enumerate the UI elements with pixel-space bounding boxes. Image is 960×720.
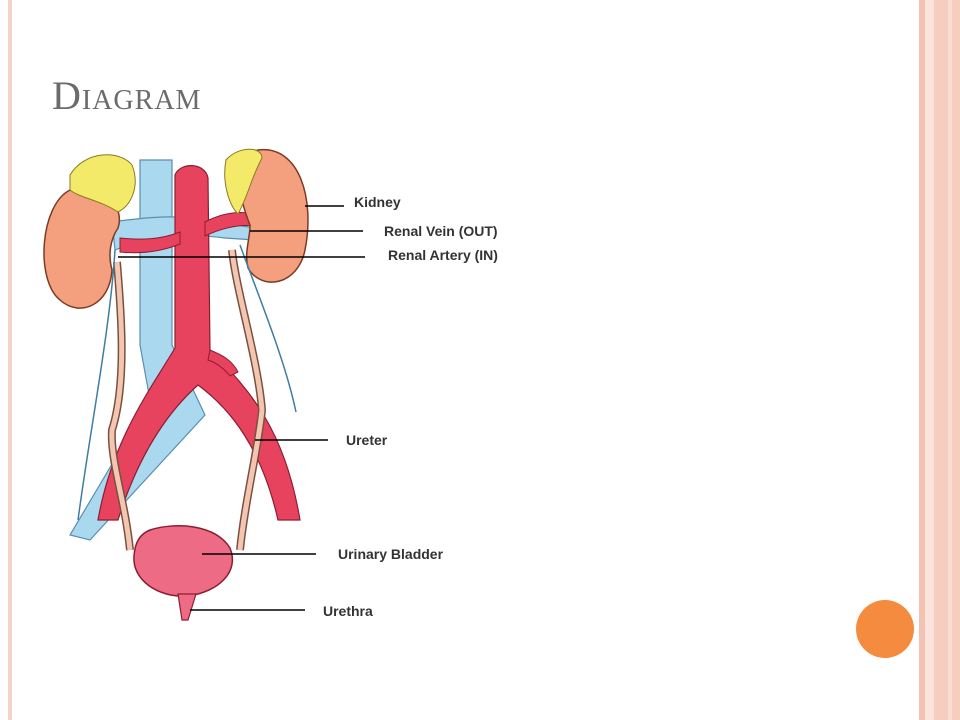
- label-renal-artery: Renal Artery (IN): [388, 247, 498, 263]
- bladder-group: [133, 525, 234, 621]
- slide-left-border: [8, 0, 12, 720]
- right-adrenal: [224, 148, 263, 215]
- label-urinary-bladder: Urinary Bladder: [338, 546, 444, 562]
- right-ureter-fill: [229, 249, 265, 551]
- slide-right-border-outer: [934, 0, 960, 720]
- left-ureter-fill: [109, 261, 133, 551]
- artery-group: [97, 165, 301, 521]
- left-gonadal-vessels: [77, 249, 116, 521]
- renal-artery-left: [119, 231, 181, 254]
- slide-right-border-line: [948, 0, 952, 720]
- label-renal-vein: Renal Vein (OUT): [384, 223, 498, 239]
- right-gonadal-vessels: [239, 244, 297, 413]
- urethra: [177, 593, 197, 621]
- gonadal-branch: [207, 349, 239, 377]
- slide-right-border-inner: [925, 0, 934, 720]
- slide-right-border: [919, 0, 925, 720]
- kidneys-group: [43, 148, 309, 309]
- ureters-group: [77, 244, 297, 551]
- left-adrenal: [69, 154, 136, 213]
- decorative-circle: [856, 600, 914, 658]
- slide-title: Diagram: [52, 73, 202, 118]
- label-ureter: Ureter: [346, 432, 388, 448]
- label-kidney: Kidney: [354, 194, 401, 210]
- leader-lines: [118, 205, 365, 611]
- label-urethra: Urethra: [323, 603, 373, 619]
- urinary-bladder: [133, 525, 234, 597]
